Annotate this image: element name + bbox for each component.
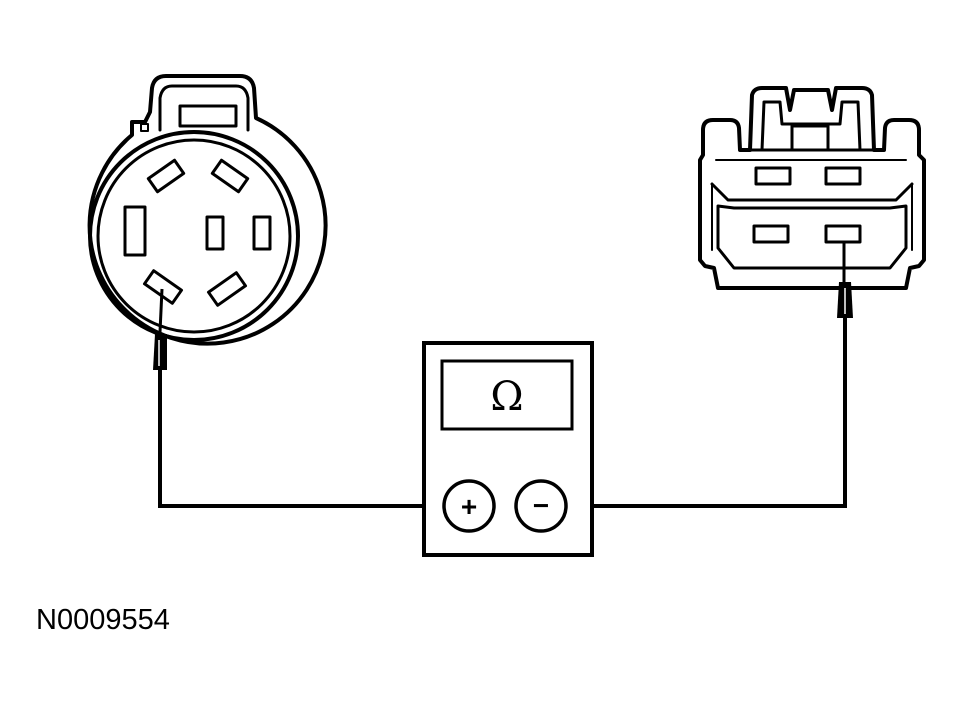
right-connector-latch-frame [760,100,862,152]
negative-terminal-label: − [533,490,549,521]
left-connector-face-outer-ring [88,130,300,342]
positive-terminal-label: + [461,491,477,522]
left-connector-pin-left [123,205,147,257]
left-probe-tip [158,288,164,333]
right-connector-housing-outer [698,86,926,290]
left-connector-pin-bottom-left [142,269,184,305]
right-connector-pin-lower-left [752,224,790,244]
ohm-symbol: Ω [490,374,523,420]
left-probe-body [153,334,167,370]
left-round-connector [87,74,328,346]
left-connector-latch [178,104,238,128]
right-connector-lower-cavity-inner [716,204,908,270]
multimeter: Ω + − [422,341,594,557]
left-connector-pin-top-left [146,158,186,194]
positive-lead-wire [158,370,444,508]
right-rect-connector [698,86,926,290]
left-connector-pin-center [205,215,225,251]
right-connector-pin-upper-right [824,166,862,186]
left-connector-pin-top-right [210,158,250,194]
left-connector-pin-right [252,215,272,251]
left-test-probe [153,288,167,370]
left-connector-key-mark [140,123,149,132]
left-connector-face-inner-ring [96,138,292,334]
right-connector-pin-lower-right [824,224,862,244]
left-connector-pin-bottom-right [206,271,248,307]
negative-terminal [514,479,568,533]
positive-terminal [442,479,496,533]
right-connector-lower-cavity [710,182,914,202]
negative-lead-wire [568,318,847,508]
multimeter-display [440,359,574,431]
left-connector-housing-inner [158,84,250,132]
test-leads [158,318,847,508]
figure-id-label: N0009554 [36,604,170,636]
right-connector-latch-button [790,124,830,152]
right-test-probe [837,242,853,318]
right-connector-pin-upper-left [754,166,792,186]
